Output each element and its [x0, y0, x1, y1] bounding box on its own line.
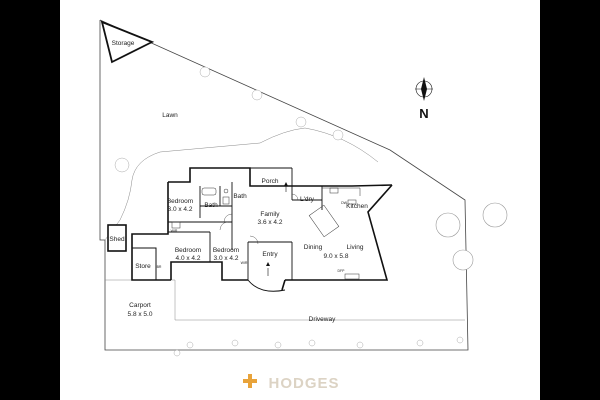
shrubs [114, 66, 464, 357]
family-dims: 3.6 x 4.2 [258, 219, 283, 226]
store-label: Store [135, 263, 151, 270]
north-arrow-icon [415, 77, 433, 101]
trees [435, 202, 508, 271]
bedroom2-label: Bedroom [175, 247, 201, 254]
property-boundary [99, 19, 469, 351]
bedroom1-dims: 3.0 x 4.2 [168, 206, 193, 213]
bedroom2-dims: 4.0 x 4.2 [176, 255, 201, 262]
brand-plus-horizontal [243, 379, 257, 383]
lawn-edge [104, 127, 379, 241]
brand-name: HODGES [268, 375, 339, 392]
carport-label: Carport [129, 302, 151, 309]
laundry-label: L'dry [300, 196, 315, 203]
bedroom3-dims: 3.0 x 4.2 [214, 255, 239, 262]
bedroom1-label: Bedroom [167, 198, 193, 205]
br-label: BR [157, 265, 162, 269]
storage-shed [100, 20, 155, 64]
lawn-label: Lawn [162, 112, 178, 119]
dining-label: Dining [304, 244, 323, 251]
driveway-label: Driveway [309, 316, 336, 323]
bath2-label: Bath [233, 193, 247, 200]
shed-label: Shed [109, 236, 125, 243]
shed [107, 224, 127, 252]
living-label: Living [347, 244, 364, 251]
wir-label-2: WIR [241, 261, 248, 265]
north-label: N [419, 106, 428, 121]
house [131, 167, 393, 292]
wir-label-1: WIR [171, 229, 178, 233]
porch-label: Porch [262, 178, 279, 185]
bath1-label: Bath [204, 202, 218, 209]
bedroom3-label: Bedroom [213, 247, 239, 254]
entry-label: Entry [262, 251, 278, 258]
dw-label: DW [341, 201, 348, 205]
hodges-logo: HODGES [243, 374, 339, 392]
dfp-label: DFP [338, 269, 346, 273]
floor-plan: Storage Lawn N Shed Carport 5.8 x 5.0 Dr… [99, 19, 508, 392]
kitchen-label: Kitchen [346, 203, 368, 210]
living-dims: 9.0 x 5.8 [324, 253, 349, 260]
storage-label: Storage [112, 40, 135, 47]
carport-dims: 5.8 x 5.0 [128, 311, 153, 318]
carport-edge [105, 279, 465, 321]
floor-plan-canvas: Storage Lawn N Shed Carport 5.8 x 5.0 Dr… [60, 0, 540, 400]
family-label: Family [260, 211, 280, 218]
